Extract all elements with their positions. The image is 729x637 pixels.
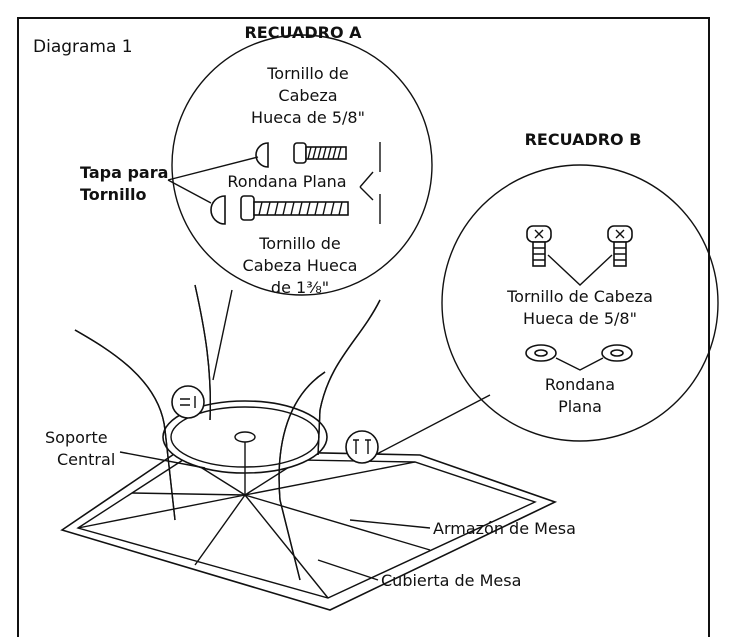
diagram-title: Diagrama 1	[33, 37, 133, 57]
washer-leader	[555, 357, 604, 371]
flat-washer-icon	[525, 344, 557, 362]
screw-short-label-line3: Hueca de 5/8"	[251, 108, 365, 127]
detail-circle-a	[171, 385, 205, 419]
socket-screw-icon	[607, 225, 633, 267]
screw-cap-icon	[210, 195, 226, 225]
screw-cap-leader	[167, 156, 259, 204]
inset-b-screw-label-line1: Tornillo de Cabeza	[506, 287, 653, 306]
center-support-label-line1: Soporte	[45, 428, 108, 447]
table-leg-fill	[194, 284, 212, 421]
table-frame-outline	[76, 457, 537, 599]
screw-long-label-line1: Tornillo de	[258, 234, 341, 253]
inset-a-circle	[171, 34, 433, 296]
table-assembly	[60, 284, 558, 611]
detail-circle-b	[345, 430, 379, 464]
inset-b-washer-label-line2: Plana	[558, 397, 602, 416]
flat-washer-icon	[601, 344, 633, 362]
detail-a-screw-icon	[180, 396, 196, 408]
inset-b-leader	[374, 394, 491, 456]
inset-b-washer-label-line1: Rondana	[545, 375, 615, 394]
socket-screw-icon	[526, 225, 552, 267]
inset-b-heading: RECUADRO B	[525, 130, 642, 149]
screw-short-label-line1: Tornillo de	[266, 64, 349, 83]
table-top-leader	[317, 559, 379, 581]
table-leg	[317, 299, 381, 456]
inset-b-circle	[441, 164, 719, 442]
table-leg-fill	[278, 371, 326, 581]
table-leg-fill	[74, 329, 176, 521]
table-leg-fill	[317, 299, 381, 456]
washer-leader	[359, 171, 374, 201]
table-top	[60, 449, 558, 611]
center-support-label-line2: Central	[57, 450, 115, 469]
screw-cap-label-line1: Tapa para	[80, 163, 168, 182]
frame-ribs	[77, 457, 431, 599]
screw-long-label-line3: de 1⅜"	[271, 278, 329, 297]
flat-washer-label: Rondana Plana	[227, 172, 346, 191]
detail-b-screw-icon	[353, 439, 371, 454]
center-support-leader	[119, 451, 206, 469]
table-frame-label: Armazón de Mesa	[433, 519, 576, 538]
diagram-frame	[17, 17, 710, 637]
table-frame-leader	[349, 519, 431, 529]
inset-a-heading: RECUADRO A	[244, 23, 362, 42]
long-socket-screw-icon	[240, 195, 349, 221]
table-top-label: Cubierta de Mesa	[381, 571, 521, 590]
screw-cap-label-line2: Tornillo	[80, 185, 147, 204]
screw-cap-icon	[255, 142, 269, 168]
screw-short-label-line2: Cabeza	[278, 86, 337, 105]
short-socket-screw-icon	[293, 142, 347, 164]
inset-b-screw-label-line2: Hueca de 5/8"	[523, 309, 637, 328]
screw-leader	[547, 254, 613, 286]
screw-long-label-line2: Cabeza Hueca	[243, 256, 358, 275]
inset-a-leader	[212, 289, 233, 381]
